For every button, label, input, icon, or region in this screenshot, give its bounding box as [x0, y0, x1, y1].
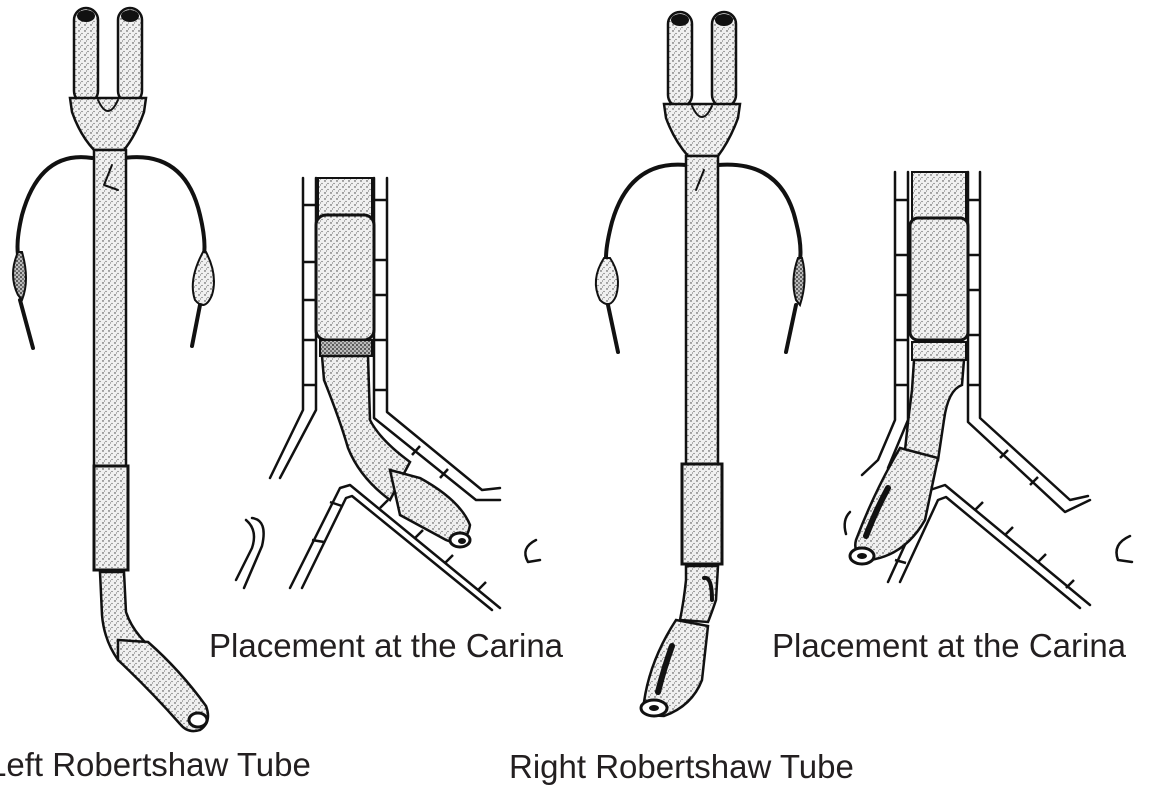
left-carina-airway-walls: [234, 176, 542, 612]
right-robertshaw-tube-drawing: [594, 10, 806, 718]
left-carina-placement-drawing: [234, 176, 542, 612]
right-carina-caption: Placement at the Carina: [772, 627, 1127, 664]
right-tube-shaft: [684, 154, 720, 468]
left-tube-y-connector: [68, 96, 148, 152]
right-tube-pilot-lines: [594, 162, 806, 354]
left-tube-tracheal-cuff: [92, 464, 130, 572]
right-tube-y-connector: [662, 102, 742, 158]
left-carina-bronchial-cuff: [388, 468, 472, 544]
left-carina-tracheal-cuff: [314, 213, 376, 342]
right-tube-tracheal-cuff: [680, 462, 724, 566]
left-tube-shaft: [92, 148, 128, 470]
right-tube-caption: Right Robertshaw Tube: [509, 748, 854, 785]
left-tube-pilot-lines: [12, 155, 215, 350]
left-carina-caption: Placement at the Carina: [209, 627, 564, 664]
left-tube-proximal-lumens: [72, 6, 144, 105]
right-tube-proximal-lumens: [666, 10, 738, 109]
right-carina-bronchial-cuff: [854, 446, 940, 562]
left-tube-distal-opening: [187, 711, 209, 729]
left-carina-bronchial-segment: [320, 354, 412, 502]
right-carina-placement-drawing: [843, 170, 1134, 610]
right-carina-tracheal-cuff: [908, 216, 970, 342]
left-tube-bronchial-cuff: [116, 638, 210, 733]
left-tube-caption: Left Robertshaw Tube: [0, 746, 311, 783]
right-carina-bronchial-segment: [903, 358, 966, 462]
left-robertshaw-tube-drawing: [12, 6, 215, 733]
